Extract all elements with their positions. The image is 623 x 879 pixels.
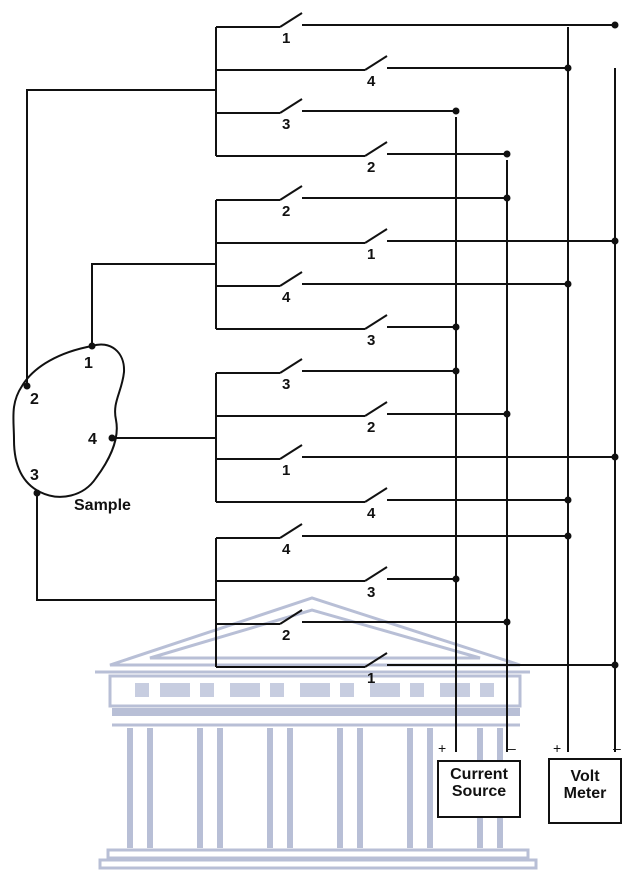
switch-label-g4-s1: 4 — [282, 541, 291, 558]
sample-contact-label-4: 3 — [30, 467, 39, 484]
current-source-box: Current Source — [437, 760, 521, 818]
rail-junction-g3-s2 — [503, 410, 511, 418]
switch-label-g4-s2: 3 — [367, 584, 375, 601]
volt-meter-plus-terminal: + — [553, 740, 562, 756]
switch-blade-g3-s3 — [279, 444, 303, 460]
switch-blade-g3-s4 — [364, 487, 388, 503]
lead-contact-3 — [36, 493, 216, 601]
current-source-minus-terminal: – — [508, 740, 516, 756]
rail-junction-g1-s1 — [611, 21, 619, 29]
switch-label-g1-s4: 2 — [367, 159, 375, 176]
rail-junction-g3-s3 — [611, 453, 619, 461]
sample-contact-dot-2 — [23, 382, 31, 390]
sample-contact-label-1: 1 — [84, 355, 93, 372]
rail-junction-g4-s1 — [564, 532, 572, 540]
rail-junction-g4-s3 — [503, 618, 511, 626]
switch-label-g3-s1: 3 — [282, 376, 290, 393]
volt-meter-minus-terminal: – — [613, 740, 621, 756]
current-source-label-line2: Source — [451, 783, 507, 800]
volt-meter-label-line2: Meter — [563, 785, 607, 802]
switch-label-g3-s3: 1 — [282, 462, 290, 479]
switch-label-g2-s4: 3 — [367, 332, 375, 349]
switch-label-g4-s3: 2 — [282, 627, 290, 644]
switch-label-g2-s2: 1 — [367, 246, 375, 263]
sample-outline — [12, 343, 126, 498]
rail-junction-g2-s2 — [611, 237, 619, 245]
switch-blade-g1-s4 — [364, 141, 388, 157]
switch-blade-g2-s3 — [279, 271, 303, 287]
sample-contact-dot-3 — [108, 434, 116, 442]
switch-label-g3-s4: 4 — [367, 505, 376, 522]
switch-blade-g2-s4 — [364, 314, 388, 330]
sample-contact-label-3: 4 — [88, 431, 97, 448]
rail-junction-g1-s4 — [503, 150, 511, 158]
switch-blade-g4-s4 — [364, 652, 388, 668]
switch-blade-g4-s1 — [279, 523, 303, 539]
switch-label-g4-s4: 1 — [367, 670, 375, 687]
switch-blade-g3-s2 — [364, 401, 388, 417]
switch-label-g1-s2: 4 — [367, 73, 376, 90]
rail-junction-g1-s2 — [564, 64, 572, 72]
rail-junction-g2-s3 — [564, 280, 572, 288]
sample-contact-dot-4 — [33, 489, 41, 497]
sample-label: Sample — [74, 497, 131, 514]
switch-label-g3-s2: 2 — [367, 419, 375, 436]
switch-blade-g2-s1 — [279, 185, 303, 201]
volt-meter-label-line1: Volt — [570, 768, 600, 785]
sample-contact-dot-1 — [88, 342, 96, 350]
switch-blade-g4-s2 — [364, 566, 388, 582]
volt-meter-box: Volt Meter — [548, 758, 622, 824]
sample-contact-label-2: 2 — [30, 391, 39, 408]
lead-contact-2 — [26, 89, 216, 386]
switch-label-g2-s3: 4 — [282, 289, 291, 306]
rail-junction-g3-s1 — [452, 367, 460, 375]
switch-blade-g2-s2 — [364, 228, 388, 244]
rail-junction-g2-s1 — [503, 194, 511, 202]
switch-label-g1-s1: 1 — [282, 30, 290, 47]
rail-junction-g4-s2 — [452, 575, 460, 583]
rail-junction-g1-s3 — [452, 107, 460, 115]
switch-label-g2-s1: 2 — [282, 203, 290, 220]
switch-blade-g1-s3 — [279, 98, 303, 114]
switch-blade-g1-s2 — [364, 55, 388, 71]
rail-junction-g4-s4 — [611, 661, 619, 669]
switch-blade-g1-s1 — [279, 12, 303, 28]
current-source-plus-terminal: + — [438, 740, 447, 756]
switch-label-g1-s3: 3 — [282, 116, 290, 133]
current-source-label-line1: Current — [450, 766, 508, 783]
switch-blade-g3-s1 — [279, 358, 303, 374]
rail-junction-g2-s4 — [452, 323, 460, 331]
rail-junction-g3-s4 — [564, 496, 572, 504]
switch-blade-g4-s3 — [279, 609, 303, 625]
lead-contact-1 — [91, 263, 216, 346]
